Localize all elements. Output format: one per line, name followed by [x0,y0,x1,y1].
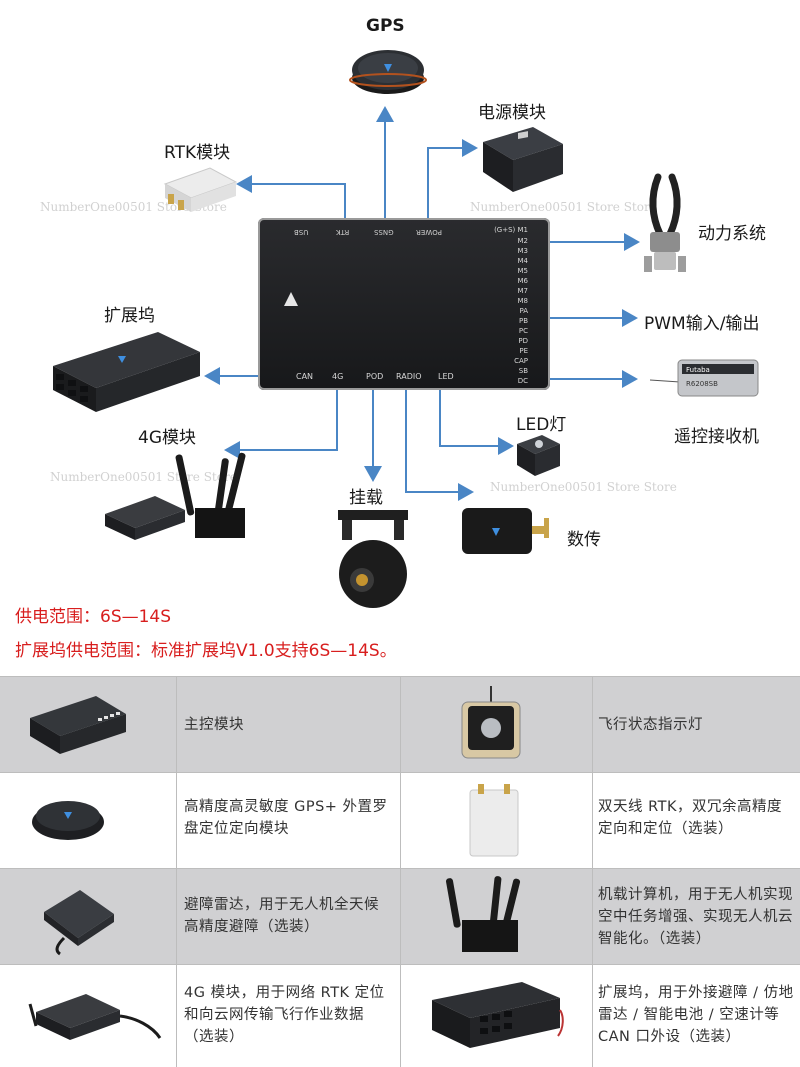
port-pod: POD [366,372,384,381]
watermark: NumberOne00501 Store Store [490,480,677,494]
power-module-icon [483,127,563,192]
arrow-led [439,386,514,455]
table-divider [0,676,800,677]
port-radio: RADIO [396,372,422,381]
flight-controller: USB RTK GNSS POWER CAN 4G POD RADIO LED … [258,218,550,390]
table-divider [400,676,401,1067]
pin-label: PC [518,327,528,335]
data-link-icon [462,508,549,554]
port-usb: USB [294,228,309,236]
pin-label: PD [518,337,528,345]
label-gimbal: 挂载 [349,488,383,508]
label-gps: GPS [366,16,405,36]
watermark: NumberOne00501 Store Store [50,470,237,484]
flight-controller-icon [30,696,126,754]
row-2-left-text: 高精度高灵敏度 GPS+ 外置罗盘定位定向模块 [184,799,388,837]
brand-logo-icon [284,292,298,306]
row-4-right-text: 扩展坞，用于外接避障 / 仿地雷达 / 智能电池 / 空速计等 CAN 口外设（… [598,985,794,1045]
pin-label: PE [519,347,528,355]
pin-label: PA [519,307,528,315]
row-1-left-text: 主控模块 [184,717,244,733]
rtk-module-icon [163,167,238,212]
radar-icon [44,890,114,956]
pin-label: M7 [517,287,529,295]
row-3-right-text: 机载计算机，用于无人机实现空中任务增强、实现无人机云智能化。（选装） [598,887,793,947]
label-led-light: LED灯 [516,415,567,435]
label-rc-receiver: 遥控接收机 [674,427,759,447]
power-system-icon [644,173,686,272]
table-divider [176,676,177,1067]
pin-label: M3 [517,247,529,255]
port-led: LED [438,372,454,381]
receiver-brand: Futaba [686,366,710,374]
table-divider [592,676,593,1067]
expansion-dock-icon [53,332,200,412]
arrow-radio [405,386,474,501]
row-2-right-text: 双天线 RTK，双冗余高精度定向和定位（选装） [598,799,782,837]
label-power-module: 电源模块 [478,103,546,123]
port-rtk: RTK [336,228,350,236]
led-light-icon [517,435,560,476]
label-pwm-io: PWM输入/输出 [644,314,760,334]
arrow-power [427,139,478,222]
table-divider [0,868,800,869]
rc-receiver-icon: Futaba R6208SB [650,359,759,397]
label-power-system: 动力系统 [698,224,766,244]
port-power: POWER [416,228,442,236]
pin-label: M6 [517,277,529,285]
pin-label: DC [517,377,528,385]
table-divider [0,772,800,773]
port-gnss: GNSS [374,228,394,236]
port-can: CAN [296,372,314,381]
module-4g-icon [28,994,162,1040]
module-4g-icon [105,452,246,540]
arrow-4g [224,386,338,459]
gps-puck-icon [32,801,104,840]
power-range-spec: 供电范围：6S—14S [15,607,172,627]
rtk-board-icon [469,784,519,857]
row-3-left-text: 避障雷达，用于无人机全天候高精度避障（选装） [184,897,379,935]
receiver-model: R6208SB [686,380,718,388]
pin-label: CAP [514,357,528,365]
dock-power-range-spec: 扩展坞供电范围：标准扩展坞V1.0支持6S—14S。 [15,641,397,661]
watermark: NumberOne00501 Store Store [470,200,657,214]
status-light-icon [461,686,521,759]
gps-puck-icon [349,50,427,94]
expansion-dock-icon [432,982,564,1048]
table-divider [0,964,800,965]
port-4g: 4G [332,372,344,381]
row-4-left-text: 4G 模块，用于网络 RTK 定位和向云网传输飞行作业数据（选装） [184,985,385,1045]
pin-label: M5 [517,267,529,275]
pin-label: M4 [517,257,529,265]
component-table: 主控模块 飞行状态指示灯 高精度高灵敏度 GPS+ 外置罗盘定位定向模块 双天线… [0,676,800,1067]
arrow-rtk [236,175,346,222]
gimbal-camera-icon [338,510,408,608]
label-expansion-dock: 扩展坞 [104,306,155,326]
pin-label: M8 [517,297,529,305]
pin-label: PB [518,317,528,325]
label-rtk-module: RTK模块 [164,143,231,163]
onboard-computer-icon [446,876,521,952]
label-data-link: 数传 [567,530,601,550]
pin-label: (G+S) M1 [494,226,528,234]
row-1-right-text: 飞行状态指示灯 [598,717,703,733]
pin-label: SB [518,367,528,375]
label-4g-module: 4G模块 [138,428,196,448]
pin-label: M2 [517,237,529,245]
